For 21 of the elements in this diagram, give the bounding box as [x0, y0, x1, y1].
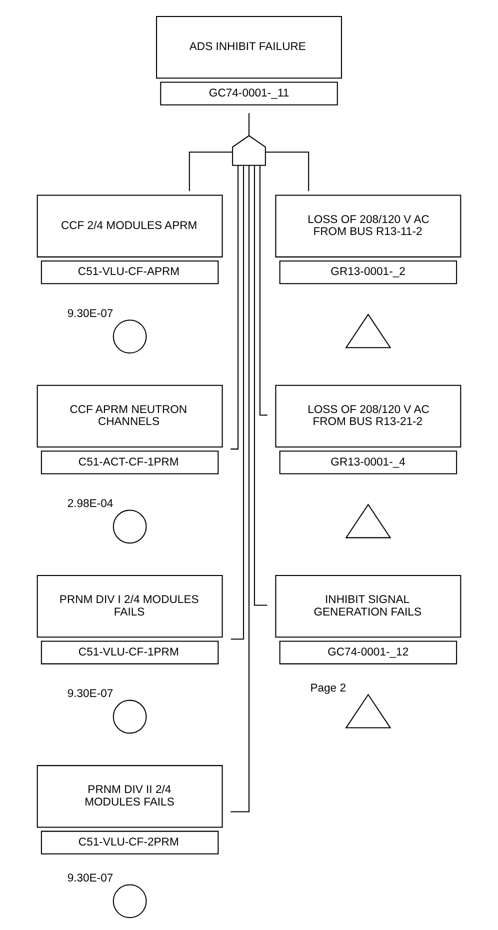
connector [230, 166, 239, 450]
node-triangle [345, 314, 392, 348]
connector [254, 166, 268, 606]
node-triangle [345, 504, 392, 538]
node-label: 9.30E-07 [67, 688, 114, 700]
connector [230, 166, 250, 812]
node-label: Page 2 [310, 682, 346, 694]
node-circle [112, 510, 147, 544]
connector [188, 152, 232, 192]
connector [230, 166, 244, 640]
node-circle [112, 884, 147, 918]
node-circle [112, 320, 147, 354]
node-triangle [345, 694, 392, 728]
connector [266, 152, 310, 192]
node-gate [232, 135, 266, 166]
node-circle [112, 700, 147, 734]
node-label: 2.98E-04 [67, 498, 114, 510]
node-label: 9.30E-07 [67, 872, 114, 884]
node-label: 9.30E-07 [67, 308, 114, 320]
connector [259, 166, 268, 416]
connector [248, 113, 250, 136]
